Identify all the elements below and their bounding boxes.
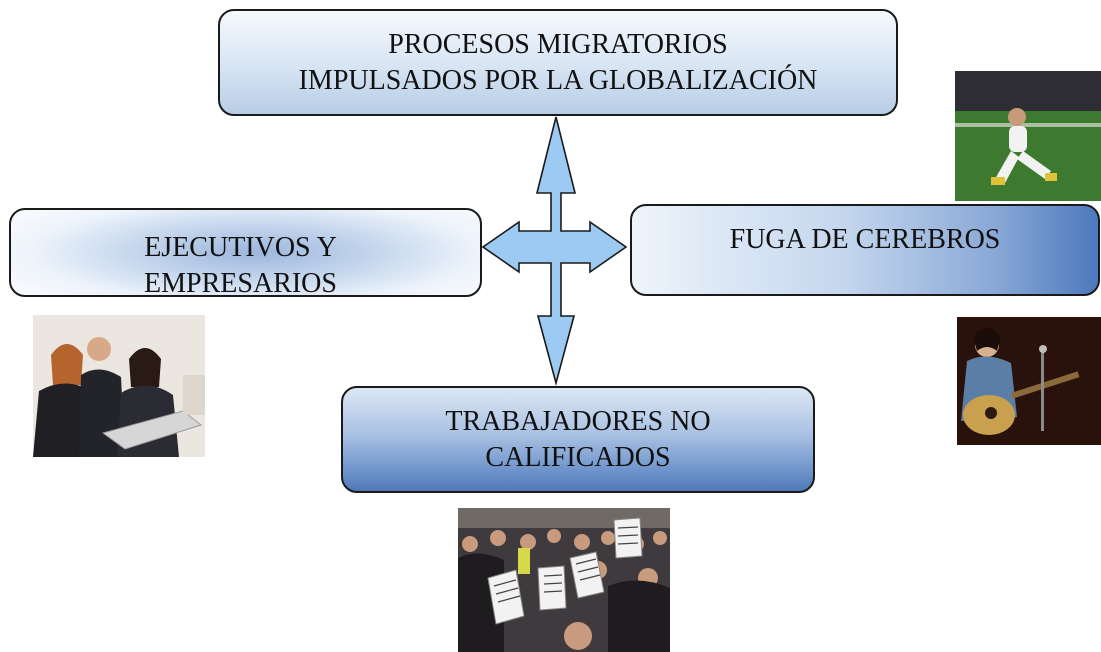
soccer-player-photo bbox=[955, 71, 1101, 201]
node-procesos-migratorios: PROCESOS MIGRATORIOS IMPULSADOS POR LA G… bbox=[218, 9, 898, 116]
node-ejecutivos-label: EJECUTIVOS Y EMPRESARIOS bbox=[144, 232, 337, 297]
four-way-arrow-shape bbox=[481, 116, 628, 387]
office-workers-photo bbox=[33, 315, 205, 457]
node-trabajadores-label: TRABAJADORES NO CALIFICADOS bbox=[445, 405, 711, 473]
guitarist-photo bbox=[957, 317, 1101, 445]
node-fuga-de-cerebros: FUGA DE CEREBROS bbox=[630, 204, 1100, 296]
node-fuga-label: FUGA DE CEREBROS bbox=[729, 224, 1001, 255]
node-trabajadores-no-calificados: TRABAJADORES NO CALIFICADOS bbox=[341, 386, 815, 493]
node-procesos-migratorios-label: PROCESOS MIGRATORIOS IMPULSADOS POR LA G… bbox=[298, 28, 818, 96]
protest-crowd-photo bbox=[458, 508, 670, 652]
node-ejecutivos-y-empresarios: EJECUTIVOS Y EMPRESARIOS bbox=[9, 208, 482, 297]
